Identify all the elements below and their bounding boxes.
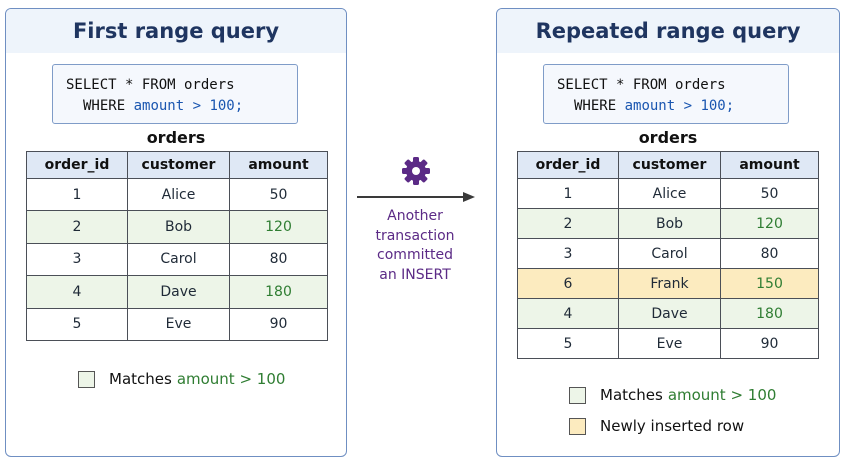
legend-label: Matches: [600, 386, 663, 404]
table-row: 2 Bob 120: [26, 210, 328, 244]
sql-where-keyword: WHERE: [83, 98, 126, 114]
amount-cell: 90: [229, 307, 328, 341]
first-query-panel: First range query SELECT * FROM orders W…: [5, 8, 347, 457]
customer-cell: Bob: [618, 208, 721, 239]
legend-keyword: amount > 100: [176, 370, 286, 388]
panel-title: First range query: [6, 9, 346, 53]
sql-condition: amount > 100;: [133, 98, 244, 114]
legend-matches: Matches amount > 100: [569, 386, 776, 404]
column-header: order_id: [517, 151, 619, 179]
table-row: 1 Alice 50: [517, 178, 819, 209]
order-id-cell: 1: [26, 177, 128, 212]
column-header: amount: [229, 151, 328, 179]
sql-line-2: WHERE amount > 100;: [66, 96, 297, 117]
amount-cell: 50: [229, 177, 328, 212]
sql-code-box: SELECT * FROM orders WHERE amount > 100;: [543, 64, 789, 124]
table-caption: orders: [146, 128, 206, 147]
amount-cell: 180: [720, 298, 819, 329]
sql-line-1: SELECT * FROM orders: [66, 77, 235, 93]
table-row: 4 Dave 180: [517, 298, 819, 329]
gear-icon: [402, 157, 430, 185]
right-arrow-icon: [357, 192, 475, 202]
table-caption: orders: [638, 128, 698, 147]
amount-cell: 90: [720, 328, 819, 359]
sql-code-box: SELECT * FROM orders WHERE amount > 100;: [52, 64, 298, 124]
table-header-row: order_id customer amount: [26, 151, 328, 179]
amount-cell: 80: [229, 242, 328, 277]
table-row: 2 Bob 120: [517, 208, 819, 239]
order-id-cell: 5: [517, 328, 619, 359]
amount-cell: 50: [720, 178, 819, 209]
annotation-text: Another transaction committed an INSERT: [355, 207, 475, 285]
legend-swatch-new: [569, 417, 586, 435]
table-row-inserted: 6 Frank 150: [517, 268, 819, 299]
table-row: 3 Carol 80: [26, 242, 328, 277]
order-id-cell: 3: [517, 238, 619, 269]
table-header-row: order_id customer amount: [517, 151, 819, 179]
sql-where-keyword: WHERE: [574, 98, 617, 114]
repeated-query-panel: Repeated range query SELECT * FROM order…: [496, 8, 840, 457]
customer-cell: Carol: [127, 242, 230, 277]
panel-title: Repeated range query: [497, 9, 839, 53]
column-header: amount: [720, 151, 819, 179]
column-header: order_id: [26, 151, 128, 179]
order-id-cell: 3: [26, 242, 128, 277]
customer-cell: Carol: [618, 238, 721, 269]
customer-cell: Eve: [618, 328, 721, 359]
legend-swatch-match: [569, 386, 586, 404]
table-row: 4 Dave 180: [26, 275, 328, 309]
amount-cell: 120: [720, 208, 819, 239]
legend-label: Matches: [109, 370, 172, 388]
customer-cell: Alice: [618, 178, 721, 209]
amount-cell: 180: [229, 275, 328, 309]
customer-cell: Dave: [127, 275, 230, 309]
orders-table: order_id customer amount 1 Alice 50 2 Bo…: [26, 151, 328, 341]
customer-cell: Dave: [618, 298, 721, 329]
annotation-line: Another: [387, 208, 443, 224]
customer-cell: Frank: [618, 268, 721, 299]
order-id-cell: 2: [517, 208, 619, 239]
customer-cell: Alice: [127, 177, 230, 212]
annotation-line: transaction: [375, 227, 455, 244]
amount-cell: 150: [720, 268, 819, 299]
legend-swatch-match: [78, 370, 95, 388]
annotation-line: an INSERT: [379, 266, 451, 283]
column-header: customer: [618, 151, 721, 179]
order-id-cell: 2: [26, 210, 128, 244]
order-id-cell: 5: [26, 307, 128, 341]
orders-table: order_id customer amount 1 Alice 50 2 Bo…: [517, 151, 819, 359]
transition-annotation: Another transaction committed an INSERT: [355, 155, 479, 295]
order-id-cell: 4: [517, 298, 619, 329]
table-row: 1 Alice 50: [26, 177, 328, 212]
legend-new-row: Newly inserted row: [569, 417, 744, 435]
legend-keyword: amount > 100: [667, 386, 777, 404]
order-id-cell: 1: [517, 178, 619, 209]
order-id-cell: 6: [517, 268, 619, 299]
amount-cell: 120: [229, 210, 328, 244]
order-id-cell: 4: [26, 275, 128, 309]
annotation-line: committed: [377, 247, 453, 263]
amount-cell: 80: [720, 238, 819, 269]
legend-label: Newly inserted row: [600, 417, 745, 435]
table-row: 5 Eve 90: [26, 307, 328, 341]
legend-matches: Matches amount > 100: [78, 370, 285, 388]
table-row: 5 Eve 90: [517, 328, 819, 359]
table-row: 3 Carol 80: [517, 238, 819, 269]
customer-cell: Bob: [127, 210, 230, 244]
customer-cell: Eve: [127, 307, 230, 341]
sql-line-1: SELECT * FROM orders: [557, 77, 726, 93]
sql-condition: amount > 100;: [624, 98, 735, 114]
column-header: customer: [127, 151, 230, 179]
sql-line-2: WHERE amount > 100;: [557, 96, 788, 117]
